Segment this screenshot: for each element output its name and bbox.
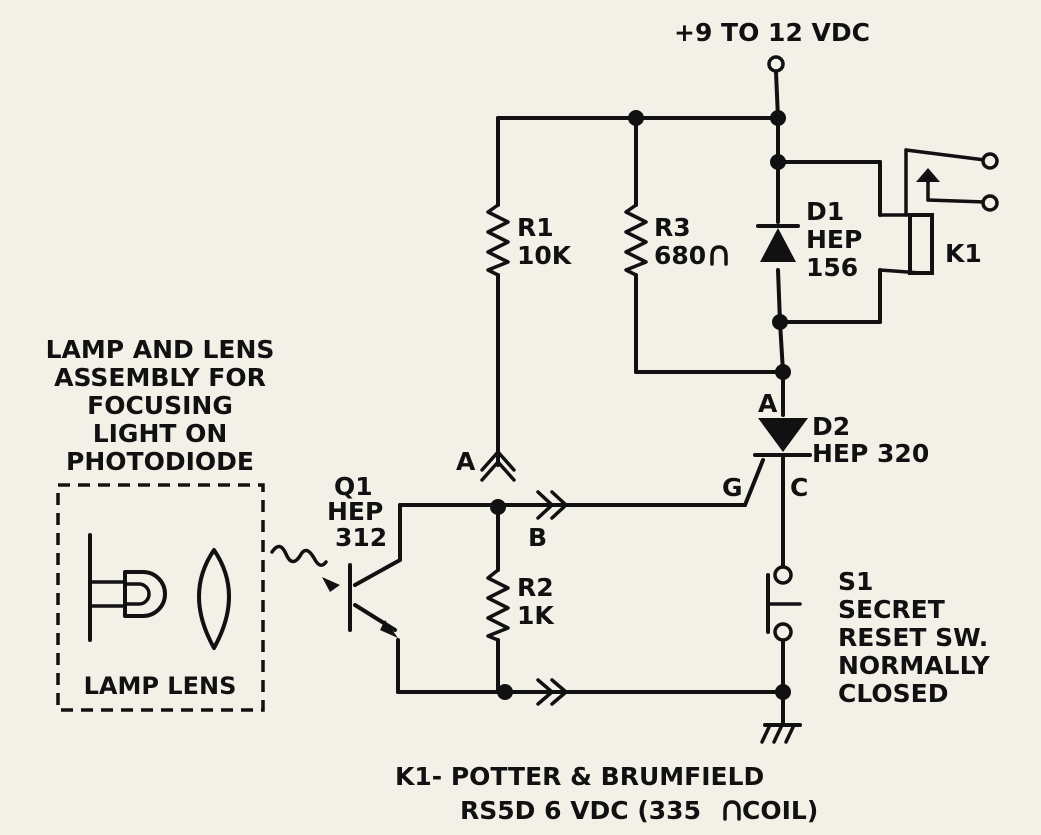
s1-desc-3: NORMALLY bbox=[838, 651, 991, 680]
q1-ref: Q1 bbox=[334, 472, 373, 501]
lamp-caption-2: ASSEMBLY FOR bbox=[54, 363, 266, 392]
r3-resistor bbox=[624, 203, 648, 277]
lamp-caption-5: PHOTODIODE bbox=[66, 447, 254, 476]
s1-desc-2: RESET SW. bbox=[838, 623, 988, 652]
k1-relay bbox=[878, 148, 999, 275]
footer-line-1: K1- POTTER & BRUMFIELD bbox=[395, 762, 764, 791]
junction-dots bbox=[490, 110, 791, 700]
d1-type: HEP bbox=[806, 225, 862, 254]
r2-resistor bbox=[486, 568, 510, 642]
ground-icon bbox=[760, 723, 802, 744]
light-ray-icon bbox=[270, 544, 328, 567]
terminal-g: G bbox=[722, 473, 743, 502]
connector-chevrons bbox=[480, 450, 568, 706]
r1-value: 10K bbox=[517, 241, 573, 270]
q1-number: 312 bbox=[335, 523, 387, 552]
lamp-caption-4: LIGHT ON bbox=[93, 419, 228, 448]
lamp-icon bbox=[88, 533, 167, 642]
r1-resistor bbox=[486, 203, 510, 277]
wires bbox=[353, 70, 882, 727]
supply-label: +9 TO 12 VDC bbox=[674, 18, 870, 47]
lamp-inner-label: LAMP LENS bbox=[84, 672, 237, 700]
q1-phototransistor bbox=[348, 563, 398, 638]
labels: +9 TO 12 VDC R1 10K R3 680 D1 HEP 156 K1… bbox=[46, 18, 991, 825]
lamp-assembly-box bbox=[56, 483, 265, 712]
r3-value: 680 bbox=[654, 241, 706, 270]
ohm-icon bbox=[710, 245, 728, 266]
d1-number: 156 bbox=[806, 253, 858, 282]
s1-ref: S1 bbox=[838, 567, 873, 596]
d1-diode bbox=[756, 224, 800, 262]
light-arrow-icon bbox=[322, 577, 340, 592]
lens-icon bbox=[197, 548, 231, 650]
terminal-a-left: A bbox=[456, 447, 476, 476]
s1-switch bbox=[766, 565, 802, 642]
supply-terminal bbox=[767, 55, 785, 73]
terminal-b: B bbox=[528, 523, 547, 552]
footer-ohm-icon bbox=[723, 800, 741, 821]
r1-ref: R1 bbox=[517, 213, 554, 242]
terminal-a-scr: A bbox=[758, 389, 778, 418]
lamp-caption-1: LAMP AND LENS bbox=[46, 335, 275, 364]
d2-type: HEP 320 bbox=[812, 439, 929, 468]
d2-ref: D2 bbox=[812, 412, 850, 441]
s1-desc-1: SECRET bbox=[838, 595, 945, 624]
q1-type: HEP bbox=[327, 497, 383, 526]
terminal-c: C bbox=[790, 473, 808, 502]
lamp-caption-3: FOCUSING bbox=[87, 391, 233, 420]
r2-value: 1K bbox=[517, 601, 555, 630]
r3-ref: R3 bbox=[654, 213, 691, 242]
footer-line-2a: RS5D 6 VDC (335 bbox=[460, 796, 701, 825]
footer-line-2b: COIL) bbox=[742, 796, 818, 825]
s1-desc-4: CLOSED bbox=[838, 679, 948, 708]
d1-ref: D1 bbox=[806, 197, 844, 226]
k1-ref: K1 bbox=[945, 239, 982, 268]
r2-ref: R2 bbox=[517, 573, 554, 602]
d2-scr bbox=[753, 418, 812, 457]
